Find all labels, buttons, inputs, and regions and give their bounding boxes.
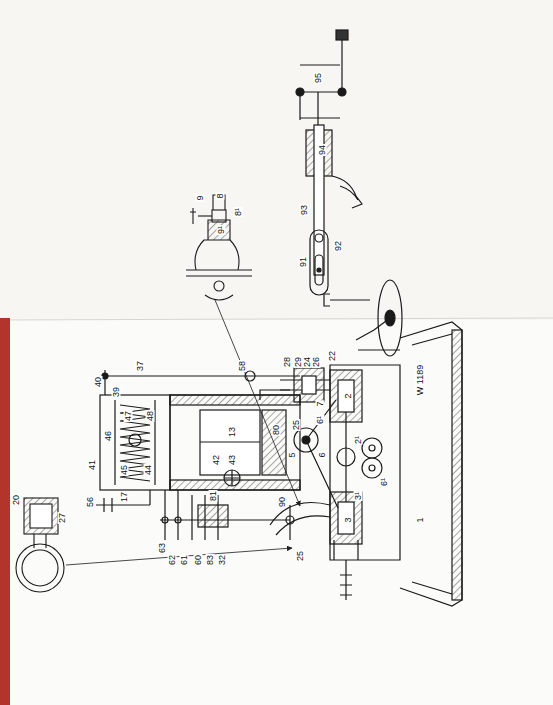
callout-number: 39 (112, 386, 121, 398)
callout-number: 40 (94, 376, 103, 388)
callout-number: 6 (318, 451, 327, 458)
callout-number: 3 (344, 516, 353, 523)
callout-number: 7 (316, 400, 325, 407)
callout-number: 9¹ (217, 225, 226, 235)
callout-number: 42 (212, 454, 221, 466)
callout-number: 95 (314, 72, 323, 84)
callout-number: 63 (158, 542, 167, 554)
valve-detail (186, 195, 300, 506)
callout-number: W 1189 (416, 364, 425, 396)
callout-number: 9 (196, 194, 205, 201)
callout-number: 8 (216, 192, 225, 199)
callout-number: 61 (180, 554, 189, 566)
callout-number: 17 (120, 491, 129, 503)
callout-number: 2 (344, 392, 353, 399)
callout-number: 1 (416, 516, 425, 523)
page-top (0, 0, 553, 320)
pipe-detail (16, 498, 292, 592)
callout-number: 44 (144, 464, 153, 476)
callout-number: 32 (218, 554, 227, 566)
callout-number: 22 (328, 350, 337, 362)
callout-number: 62 (168, 554, 177, 566)
callout-number: 3¹ (354, 491, 363, 501)
callout-number: 20 (12, 494, 21, 506)
callout-number: 90 (278, 496, 287, 508)
callout-number: 37 (136, 360, 145, 372)
callout-number: 94 (318, 144, 327, 156)
page-bottom (0, 320, 553, 705)
callout-number: 28 (283, 356, 292, 368)
callout-number: 25 (292, 419, 301, 431)
red-edge (0, 318, 10, 705)
callout-number: 24 (303, 356, 312, 368)
callout-number: 60 (194, 554, 203, 566)
callout-number: 27 (58, 512, 67, 524)
callout-number: 58 (238, 360, 247, 372)
callout-number: 93 (300, 204, 309, 216)
callout-number: 45 (120, 464, 129, 476)
callout-number: 48 (146, 410, 155, 422)
callout-number: 29 (294, 356, 303, 368)
callout-number: 81 (209, 490, 218, 502)
callout-number: 43 (228, 454, 237, 466)
callout-number: 46 (104, 430, 113, 442)
callout-number: 6¹ (316, 415, 325, 425)
callout-number: 91 (299, 256, 308, 268)
callout-number: 41 (88, 459, 97, 471)
callout-number: 47 (124, 410, 133, 422)
page-fold (0, 318, 553, 320)
callout-number: 56 (86, 496, 95, 508)
callout-number: 80 (272, 424, 281, 436)
callout-number: 83 (206, 554, 215, 566)
callout-number: 5 (288, 451, 297, 458)
callout-number: 92 (334, 240, 343, 252)
callout-number: 6¹ (380, 477, 389, 487)
handwheel-assembly (296, 30, 362, 295)
main-body (96, 280, 462, 606)
callout-number: 25 (296, 550, 305, 562)
callout-number: 2¹ (354, 435, 363, 445)
callout-number: 13 (228, 426, 237, 438)
callout-number: 26 (312, 356, 321, 368)
callout-number: 8¹ (234, 207, 243, 217)
